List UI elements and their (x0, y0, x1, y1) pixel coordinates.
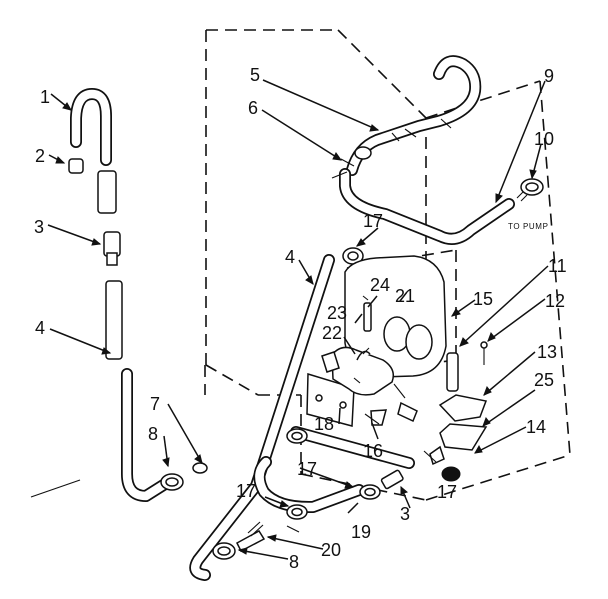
label-14: 14 (526, 417, 546, 437)
label-11: 11 (548, 256, 567, 276)
label-10: 10 (534, 129, 554, 149)
label-6: 6 (248, 98, 258, 118)
label-2: 2 (35, 146, 45, 166)
long-drain-hose (189, 254, 335, 581)
label-4-center: 4 (285, 247, 295, 267)
label-17-middle: 17 (297, 459, 317, 479)
label-8-top: 8 (148, 424, 158, 444)
label-17-lower-left: 17 (236, 481, 256, 501)
label-19: 19 (351, 522, 371, 542)
label-4-left: 4 (35, 318, 45, 338)
label-18: 18 (314, 414, 334, 434)
label-5: 5 (250, 65, 260, 85)
leader-arrows (47, 79, 549, 560)
label-13: 13 (537, 342, 557, 362)
label-25: 25 (534, 370, 554, 390)
label-20: 20 (321, 540, 341, 560)
valve-assembly (306, 255, 447, 427)
label-24: 24 (370, 275, 390, 295)
part-number-labels: 1 2 3 4 5 6 4 7 8 9 10 TO PUMP 17 11 12 … (34, 65, 567, 572)
lower-hoses (192, 426, 415, 560)
label-9: 9 (544, 66, 554, 86)
left-exploded-hose-assembly (68, 88, 184, 502)
label-21: 21 (395, 286, 415, 306)
label-12: 12 (545, 291, 565, 311)
label-17-right: 17 (437, 482, 457, 502)
label-8-bottom: 8 (289, 552, 299, 572)
to-pump-label: TO PUMP (508, 222, 549, 231)
diagram-details (30, 118, 452, 533)
label-3-left: 3 (34, 217, 44, 237)
label-23: 23 (327, 303, 347, 323)
label-1: 1 (40, 87, 50, 107)
label-22: 22 (322, 323, 342, 343)
right-side-components (429, 341, 488, 482)
label-7: 7 (150, 394, 160, 414)
top-right-hoses (339, 55, 544, 265)
label-17-top: 17 (363, 211, 383, 231)
label-15: 15 (473, 289, 493, 309)
label-3-bottom: 3 (400, 504, 410, 524)
label-16: 16 (363, 441, 383, 461)
